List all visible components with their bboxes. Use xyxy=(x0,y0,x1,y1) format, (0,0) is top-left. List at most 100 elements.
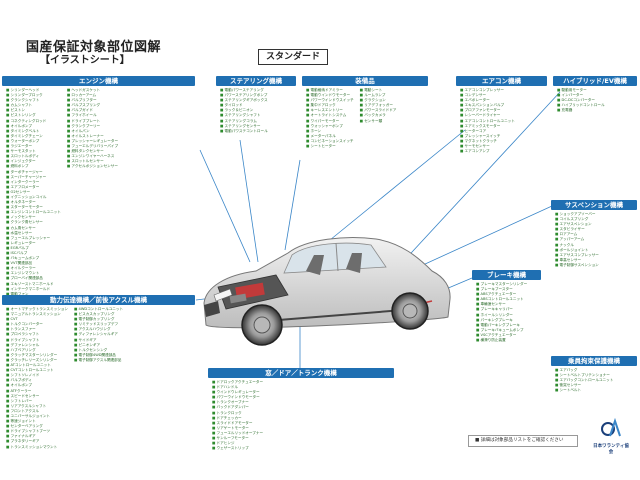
page-subtitle: 【イラストシート】 xyxy=(40,55,130,66)
steering-item: ステアリングコラム xyxy=(220,119,268,124)
body-item: パワーウインドウモーター xyxy=(212,395,263,400)
engine-item: コネクティングロッド xyxy=(6,119,61,124)
section-suspension: サスペンション機構 ショックアブソーバーコイルスプリングエアサスペンションスタビ… xyxy=(551,200,637,268)
engine-item: ピストン xyxy=(6,108,61,113)
equipment-item: 電動ウインドウモーター xyxy=(306,93,354,98)
section-hybrid: ハイブリッド/EV機構 駆動用モーターインバーターDC-DCコンバーターハイブリ… xyxy=(553,76,637,113)
drivetrain-item: デファレンシャル xyxy=(6,343,68,348)
aircon-item: プレッシャースイッチ xyxy=(460,134,515,139)
drivetrain-item: CVT xyxy=(6,317,68,322)
engine-item: ドライブプレート xyxy=(67,119,118,124)
steering-item: 電動パワーステアリング xyxy=(220,88,268,93)
engine-item: バルブリフター xyxy=(67,98,118,103)
section-steering-title: ステアリング機構 xyxy=(216,76,296,86)
aircon-item: エバポレーター xyxy=(460,98,515,103)
drivetrain-item: プラネタリーギア xyxy=(6,439,68,444)
engine-item: クランク角センサー xyxy=(6,220,61,225)
section-aircon: エアコン機構 エアコンコンプレッサーコンデンサーエバポレーターエキスパンションバ… xyxy=(456,76,547,154)
engine-item: エンジンワイヤーハーネス xyxy=(67,154,118,159)
section-brake: ブレーキ機構 ブレーキマスターシリンダーブレーキブースターABSアクチュエーター… xyxy=(472,270,541,343)
engine-item: オルタネーター xyxy=(6,200,61,205)
car-cutaway-illustration xyxy=(203,237,451,346)
equipment-item: メーターパネル xyxy=(306,134,354,139)
drivetrain-item: プロペラシャフト xyxy=(6,332,68,337)
drivetrain-item: オートマチックトランスミッション xyxy=(6,307,68,312)
hybrid-item: 充電器 xyxy=(557,108,605,113)
drivetrain-item: ピニオンギア xyxy=(74,343,123,348)
engine-item: ピストンリング xyxy=(6,113,61,118)
engine-item: 電動ファン xyxy=(6,292,61,297)
equipment-item: オートライトシステム xyxy=(306,113,354,118)
body-item: リアゲートモーター xyxy=(212,426,263,431)
section-steering: ステアリング機構 電動パワーステアリングパワーステアリングポンプステアリングギア… xyxy=(216,76,296,134)
brake-item: 車輪速センサー xyxy=(476,302,527,307)
engine-item: オイルパン xyxy=(67,129,118,134)
hybrid-item: DC-DCコンバーター xyxy=(557,98,605,103)
body-item: ウェザーストリップ xyxy=(212,446,263,451)
drivetrain-item: 電子制御カップリング xyxy=(74,317,123,322)
body-item: フューエルリッドオープナー xyxy=(212,431,264,436)
equipment-item: コンビネーションスイッチ xyxy=(306,139,354,144)
hybrid-item: ハイブリッドコントロール xyxy=(557,103,605,108)
section-drivetrain: 動力伝達機構／前後アクスル機構 オートマチックトランスミッションマニュアルトラン… xyxy=(2,295,195,450)
body-item: トランクロック xyxy=(212,411,263,416)
drivetrain-item: トランスファー xyxy=(6,327,68,332)
drivetrain-item: ATFクーラー xyxy=(6,389,68,394)
engine-item: 燃料ポンプ xyxy=(6,164,61,169)
parts-list-note: ■ 詳細は対象部品リストをご確認ください xyxy=(468,435,578,447)
engine-item: アクセルポジションセンサー xyxy=(67,164,118,169)
body-item: ドアチェッカー xyxy=(212,416,263,421)
body-item: サンルーフモーター xyxy=(212,436,263,441)
engine-item: オイルストレーナー xyxy=(67,134,118,139)
brake-item: ホイールシリンダー xyxy=(476,313,527,318)
drivetrain-item: CVTコントロールユニット xyxy=(6,368,68,373)
drivetrain-item: リミテッドスリップデフ xyxy=(74,322,123,327)
drivetrain-item: ハブベアリング xyxy=(6,348,68,353)
engine-item: ウォーターポンプ xyxy=(6,139,61,144)
engine-item: VVT関連部品 xyxy=(6,261,61,266)
drivetrain-item: ドライブシャフトブーツ xyxy=(6,429,68,434)
engine-item: フューエルデリバリーパイプ xyxy=(67,144,118,149)
engine-item: フライホイール xyxy=(67,113,118,118)
section-brake-title: ブレーキ機構 xyxy=(472,270,541,280)
brake-item: ブレーキブースター xyxy=(476,287,527,292)
drivetrain-item: ディファレンシャルギア xyxy=(74,332,123,337)
section-equipment: 装備品 電動格納ドアミラー電動ウインドウモーターパワーウインドウスイッチ集中ドア… xyxy=(302,76,428,149)
engine-item: エンジンコントロールユニット xyxy=(6,210,61,215)
section-drivetrain-title: 動力伝達機構／前後アクスル機構 xyxy=(2,295,195,305)
aircon-list: エアコンコンプレッサーコンデンサーエバポレーターエキスパンションバルブブロアファ… xyxy=(460,88,515,154)
hybrid-item: インバーター xyxy=(557,93,605,98)
section-hybrid-title: ハイブリッド/EV機構 xyxy=(553,76,637,86)
brake-item: ABSコントロールユニット xyxy=(476,297,527,302)
engine-item: バキュームポンプ xyxy=(6,256,61,261)
hybrid-list: 駆動用モーターインバーターDC-DCコンバーターハイブリッドコントロール充電器 xyxy=(557,88,605,113)
engine-item: ブローバイ関連部品 xyxy=(6,276,61,281)
aircon-item: ヒーターコア xyxy=(460,129,515,134)
steering-item: ステアリングセンサー xyxy=(220,124,268,129)
section-safety-title: 乗員拘束保護機構 xyxy=(551,356,637,366)
body-item: ドアハンドル xyxy=(212,385,263,390)
aircon-item: エアコンコンプレッサー xyxy=(460,88,515,93)
section-engine-title: エンジン機構 xyxy=(2,76,195,86)
equipment-item: パワーウインドウスイッチ xyxy=(306,98,354,103)
section-engine: エンジン機構 シリンダーヘッドシリンダーブロッククランクシャフトカムシャフトピス… xyxy=(2,76,195,302)
engine-item: 燃料タンクセンサー xyxy=(67,149,118,154)
drivetrain-item: トルクセンシング xyxy=(74,348,123,353)
safety-item: 衝突センサー xyxy=(555,383,613,388)
drivetrain-item: トランスミッションマウント xyxy=(6,445,68,450)
aircon-item: エアコンコントロールユニット xyxy=(460,119,515,124)
steering-list: 電動パワーステアリングパワーステアリングポンプステアリングギアボックスタイロッド… xyxy=(220,88,268,134)
engine-item: インタークーラー xyxy=(6,180,61,185)
drivetrain-item: クラッチマスターシリンダー xyxy=(6,353,68,358)
suspension-item: 電子制御サスペンション xyxy=(555,263,599,268)
safety-item: シートベルト xyxy=(555,388,613,393)
steering-item: ステアリングギアボックス xyxy=(220,98,268,103)
drivetrain-item: ドライブシャフト xyxy=(6,338,68,343)
equipment-item: ルームランプ xyxy=(360,93,397,98)
engine-item: O2センサー xyxy=(6,190,61,195)
drivetrain-list-1: オートマチックトランスミッションマニュアルトランスミッションCVTトルクコンバー… xyxy=(6,307,68,450)
drivetrain-item: シフトレバー xyxy=(6,399,68,404)
association-logo: 日本ワランティ協会 xyxy=(591,417,631,455)
drivetrain-item: スピードセンサー xyxy=(6,394,68,399)
